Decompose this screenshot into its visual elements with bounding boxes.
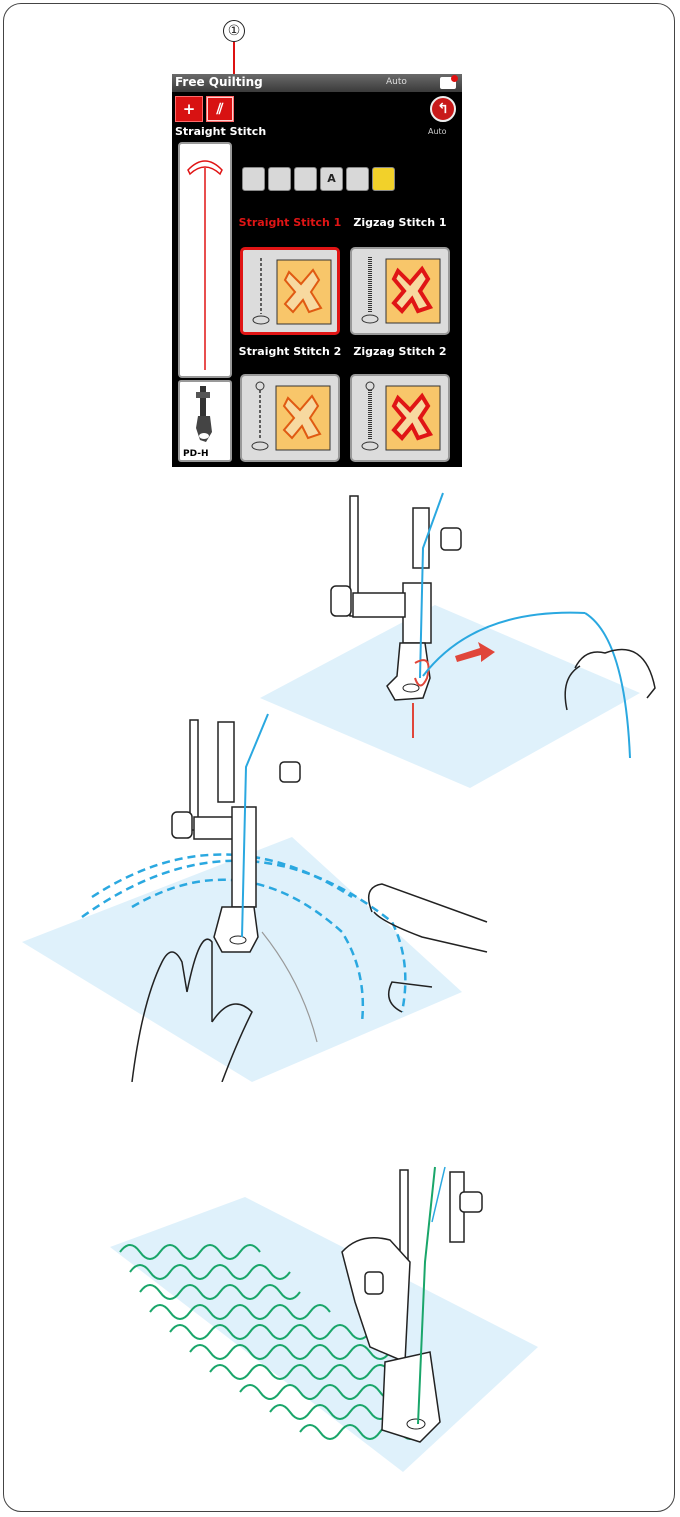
elongation-button[interactable]: +: [175, 96, 203, 122]
lcd-screen: Free Quilting Auto + ⫽ Straight Stitch ↰…: [172, 74, 462, 467]
auto-thread-cutter-label: Auto: [428, 127, 447, 136]
screen-title: Free Quilting: [175, 75, 263, 89]
pattern-button-zigzag-1[interactable]: [350, 247, 450, 335]
pattern-button-straight-1[interactable]: [240, 247, 340, 335]
pattern-label: Zigzag Stitch 2: [348, 346, 452, 358]
letter-tab[interactable]: A: [320, 167, 343, 191]
pattern-label: Zigzag Stitch 1: [348, 217, 452, 229]
pattern-label: Straight Stitch 1: [238, 217, 342, 229]
callout-number: ①: [223, 20, 245, 42]
needle-position-button[interactable]: ⫽: [206, 96, 234, 122]
pattern-button-zigzag-2[interactable]: [350, 374, 450, 462]
quilting-tab[interactable]: [372, 167, 395, 191]
pattern-label: Straight Stitch 2: [238, 346, 342, 358]
title-bar: Free Quilting Auto: [172, 74, 462, 92]
foot-code: PD-H: [183, 449, 209, 459]
selected-stitch-name: Straight Stitch: [175, 125, 266, 138]
pattern-button-straight-2[interactable]: [240, 374, 340, 462]
stippling-illustration: [110, 1162, 540, 1487]
presser-foot-panel: PD-H: [178, 380, 232, 462]
stitch-preview-panel: [178, 142, 232, 378]
bobbin-status-icon: [440, 77, 456, 89]
utility-stitch-tab[interactable]: [242, 167, 265, 191]
back-arrow-icon[interactable]: ↰: [430, 96, 456, 122]
buttonhole-tab[interactable]: [268, 167, 291, 191]
applique-tab[interactable]: [346, 167, 369, 191]
presser-foot-indicator: Auto: [386, 77, 407, 87]
presser-foot-icon: [180, 382, 230, 448]
free-motion-quilting-illustration: [22, 712, 492, 1082]
satin-tab[interactable]: [294, 167, 317, 191]
